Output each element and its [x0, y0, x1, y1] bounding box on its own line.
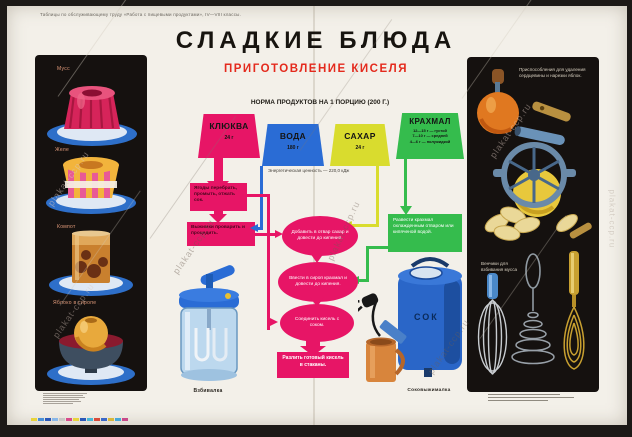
- ingredient-sugar: САХАР 24 г: [330, 124, 390, 166]
- mousse-illustration: [47, 86, 137, 146]
- imprint-line: [488, 400, 548, 401]
- ingredient-cranberry: КЛЮКВА 24 г: [198, 114, 260, 158]
- flow-line-cranberry: [214, 156, 223, 182]
- whisks-illustration: [477, 251, 585, 375]
- flow-arrow: [270, 318, 278, 326]
- flow-line-broth: [255, 233, 275, 236]
- watermark-text: plakat-ccp.ru: [607, 189, 617, 249]
- imprint-line: [488, 397, 574, 398]
- juicer-illustration: СОК: [358, 257, 462, 382]
- desserts-panel: Мусс Желе Ком: [35, 55, 147, 391]
- ingredient-starch: КРАХМАЛ 12—15 г — густой 7—10 г — средне…: [396, 113, 464, 159]
- flow-arrow: [209, 214, 227, 223]
- label-compote: Компот: [57, 224, 76, 230]
- step-add-starch: Ввести в сироп крахмал и довести до кипе…: [278, 262, 358, 302]
- apple-in-syrup-illustration: [47, 316, 135, 385]
- flow-arrow: [250, 224, 258, 232]
- flow-line-starch: [404, 159, 407, 208]
- imprint-line: [488, 394, 560, 395]
- whipper-illustration: [179, 265, 239, 381]
- jelly-illustration: [46, 157, 136, 214]
- print-color-marks: [31, 418, 129, 421]
- label-jelly: Желе: [55, 147, 70, 153]
- flow-line-sugar: [352, 224, 379, 227]
- label-mousse: Мусс: [57, 66, 70, 72]
- flow-arrow: [275, 230, 283, 238]
- step-dilute-starch: Развести крахмал охлажденным отваром или…: [388, 214, 462, 252]
- flow-arrow: [310, 253, 324, 263]
- tools-note: Приспособления для удаления сердцевины и…: [519, 67, 586, 78]
- imprint-line: [43, 399, 79, 400]
- label-apple-in-syrup: Яблоко в сиропе: [53, 300, 97, 306]
- imprint-line: [43, 401, 81, 402]
- imprint-line: [43, 393, 87, 394]
- poster-title: СЛАДКИЕ БЛЮДА: [175, 27, 457, 54]
- series-note: Таблицы по обслуживающему труду «Работа …: [40, 12, 242, 17]
- whipper-caption: Взбивалка: [193, 388, 223, 394]
- juicer-caption: Соковыжималка: [407, 388, 451, 393]
- step-add-sugar: Добавить в отвар сахар и довести до кипе…: [282, 216, 358, 256]
- flow-line-sugar: [376, 166, 379, 226]
- norm-heading: НОРМА ПРОДУКТОВ НА 1 ПОРЦИЮ (200 Г.): [250, 99, 390, 106]
- flow-line: [306, 339, 320, 347]
- flow-line-juice: [247, 194, 270, 197]
- whisks-note: Венчики для взбивания мусса: [481, 261, 518, 272]
- energy-note: Энергетическая ценность — 220,0 кДж: [268, 168, 350, 173]
- flow-line-water: [260, 166, 263, 229]
- ingredient-water: ВОДА 180 г: [262, 124, 324, 166]
- flow-arrow: [399, 206, 412, 215]
- tools-panel: Приспособления для удаления сердцевины и…: [467, 57, 599, 392]
- flow-line-starch: [366, 246, 388, 249]
- imprint-line: [43, 403, 73, 404]
- flow-arrow: [300, 346, 326, 356]
- flow-line-water: [257, 227, 263, 230]
- step-berries: Ягоды перебрать, промыть, отжать сок.: [190, 183, 247, 211]
- flow-arrow: [310, 297, 324, 307]
- apple-tools-illustration: [477, 69, 592, 241]
- imprint-line: [43, 397, 85, 398]
- poster-subtitle: ПРИГОТОВЛЕНИЕ КИСЕЛЯ: [224, 63, 408, 75]
- step-combine: Соединить кисель с соком.: [280, 304, 354, 342]
- flow-line-starch: [366, 246, 369, 282]
- imprint-line: [43, 395, 83, 396]
- flow-line: [214, 211, 223, 215]
- flow-line-juice: [267, 194, 270, 330]
- center-fold-line: [313, 6, 315, 425]
- step-pour: Разлить готовый кисель в стаканы.: [277, 352, 349, 378]
- juicer-tank-label: СОК: [414, 312, 439, 322]
- step-marc: Выжимки проварить и процедить.: [187, 222, 255, 246]
- flow-line-starch: [358, 279, 368, 282]
- compote-illustration: [49, 230, 133, 296]
